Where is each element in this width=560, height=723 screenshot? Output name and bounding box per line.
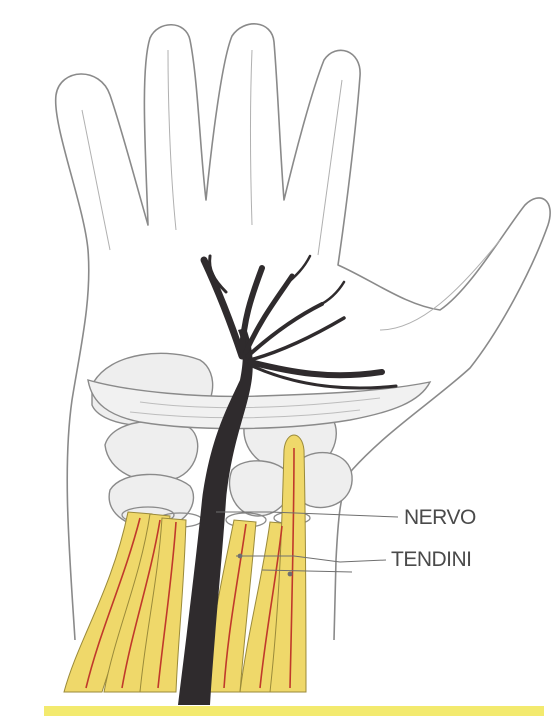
nerve-label: NERVO bbox=[404, 507, 476, 528]
tendons-label: TENDINI bbox=[391, 549, 472, 570]
highlight-bar bbox=[44, 706, 544, 716]
